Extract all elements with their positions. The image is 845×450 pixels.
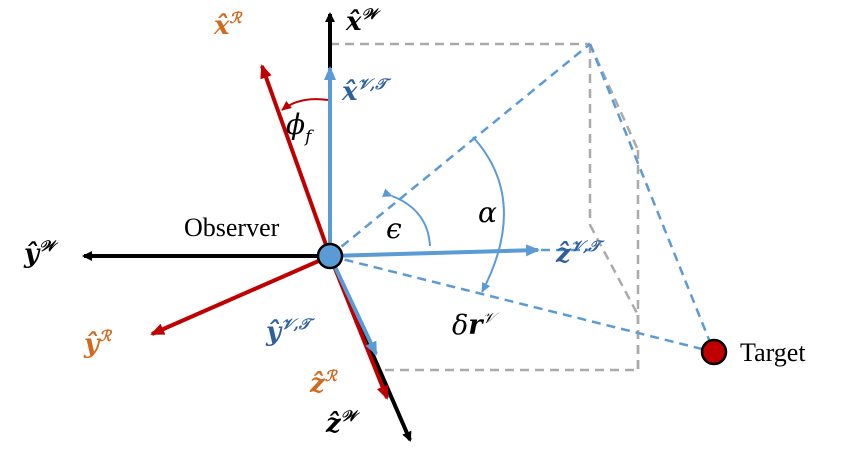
z-velocity-axis xyxy=(329,244,540,258)
x-velocity-label: x̂𝒱,𝒯 xyxy=(341,75,392,107)
target-lines xyxy=(329,43,716,354)
phi-f-angle-arc xyxy=(281,98,329,111)
y-body-axis xyxy=(150,254,331,336)
observer-point xyxy=(316,242,344,270)
x-body-label: x̂ℛ xyxy=(213,9,244,41)
alpha-angle-arc xyxy=(472,136,505,293)
target-label: Target xyxy=(740,338,806,367)
delta-r-label: δr𝒱 xyxy=(452,309,500,341)
x-world-label: x̂𝒲 xyxy=(345,5,382,37)
phi-f-label: ϕf xyxy=(286,108,314,147)
velocity-frame xyxy=(324,66,540,356)
epsilon-angle-arc xyxy=(381,188,431,247)
observer-label: Observer xyxy=(184,213,280,242)
observer-to-top-corner xyxy=(329,43,591,257)
box-diagonal-edge xyxy=(588,224,640,316)
epsilon-label: ϵ xyxy=(386,212,402,245)
target-point xyxy=(700,338,728,366)
x-body-axis xyxy=(260,64,332,257)
y-velocity-axis xyxy=(328,255,378,356)
alpha-label: α xyxy=(478,196,497,229)
z-world-label: ẑ𝒲 xyxy=(325,407,361,439)
z-body-label: ẑℛ xyxy=(309,367,339,399)
top-corner-to-target xyxy=(588,43,716,353)
y-velocity-label: ŷ𝒱,𝒯 xyxy=(265,315,316,347)
y-body-label: ŷℛ xyxy=(83,327,113,359)
z-velocity-label: ẑ𝒱,𝒯 xyxy=(555,237,605,269)
delta-r-vector-line xyxy=(329,254,715,354)
y-world-label: ŷ𝒲 xyxy=(23,237,59,269)
